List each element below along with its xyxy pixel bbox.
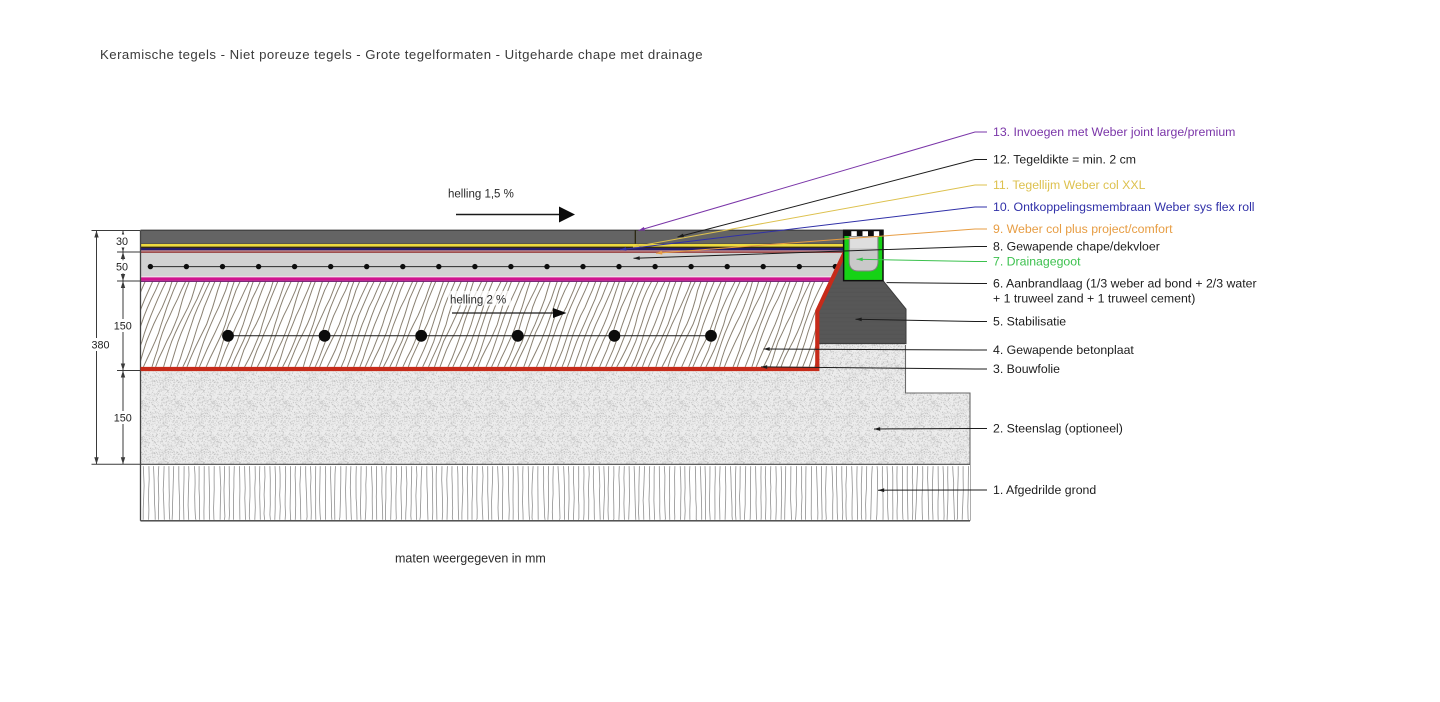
svg-text:11. Tegellijm Weber col XXL: 11. Tegellijm Weber col XXL (993, 178, 1146, 192)
svg-text:30: 30 (116, 236, 128, 248)
svg-text:2. Steenslag (optioneel): 2. Steenslag (optioneel) (993, 422, 1123, 436)
svg-text:13. Invoegen met Weber joint l: 13. Invoegen met Weber joint large/premi… (993, 125, 1235, 139)
svg-text:7. Drainagegoot: 7. Drainagegoot (993, 255, 1081, 269)
svg-text:6. Aanbrandlaag (1/3 weber ad: 6. Aanbrandlaag (1/3 weber ad bond + 2/3… (993, 277, 1257, 291)
svg-text:150: 150 (114, 412, 132, 424)
svg-text:4. Gewapende betonplaat: 4. Gewapende betonplaat (993, 343, 1134, 357)
svg-text:helling 2 %: helling 2 % (450, 295, 506, 307)
svg-text:50: 50 (116, 262, 128, 274)
svg-text:5. Stabilisatie: 5. Stabilisatie (993, 315, 1066, 329)
svg-text:10. Ontkoppelingsmembraan Webe: 10. Ontkoppelingsmembraan Weber sys flex… (993, 200, 1255, 214)
svg-text:helling 1,5 %: helling 1,5 % (448, 189, 514, 201)
svg-text:maten weergegeven in mm: maten weergegeven in mm (395, 552, 546, 566)
svg-text:9. Weber col plus project/comf: 9. Weber col plus project/comfort (993, 222, 1173, 236)
svg-text:Keramische tegels - Niet poreu: Keramische tegels - Niet poreuze tegels … (100, 47, 703, 62)
svg-text:+ 1 truweel zand + 1 truweel c: + 1 truweel zand + 1 truweel cement) (993, 292, 1195, 306)
svg-text:12. Tegeldikte = min. 2 cm: 12. Tegeldikte = min. 2 cm (993, 153, 1136, 167)
svg-text:1. Afgedrilde grond: 1. Afgedrilde grond (993, 483, 1096, 497)
svg-text:3. Bouwfolie: 3. Bouwfolie (993, 362, 1060, 376)
svg-text:380: 380 (91, 339, 109, 351)
svg-text:8. Gewapende chape/dekvloer: 8. Gewapende chape/dekvloer (993, 240, 1160, 254)
svg-text:150: 150 (114, 320, 132, 332)
